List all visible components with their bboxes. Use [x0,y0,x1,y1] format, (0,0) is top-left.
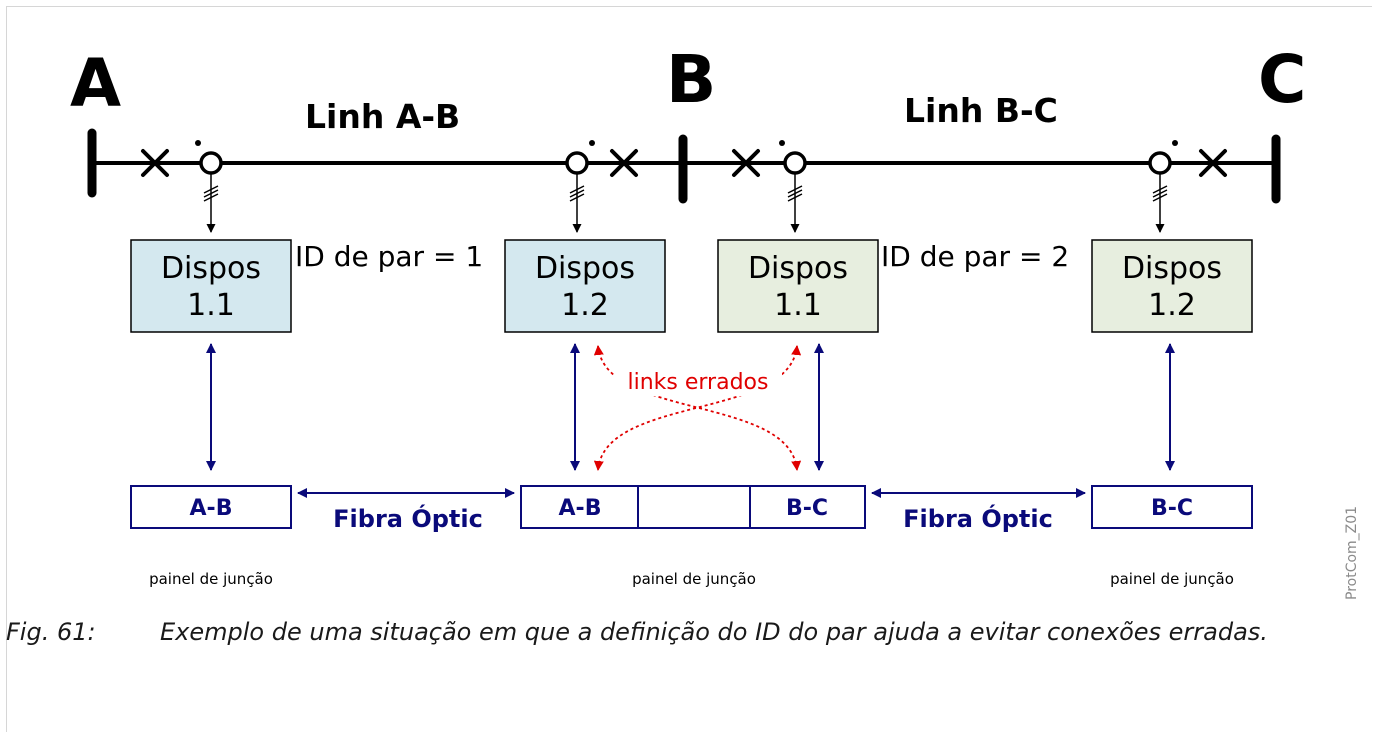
fiber-label-2: Fibra Óptic [903,503,1053,533]
device-name: Dispos [161,251,261,286]
current-transformer-icon-4 [1148,140,1178,233]
panel-port-bc: B-C [786,496,828,521]
patch-panel-label-right: painel de junção [1110,570,1234,588]
device-box-4: Dispos 1.2 [1091,239,1253,333]
panel-port-bc: B-C [1151,496,1193,521]
current-transformer-icon-1 [195,140,223,233]
bus-a-label: A [70,45,121,122]
wrong-links-label-bg [614,368,782,396]
device-name: Dispos [1122,251,1222,286]
panel-port-ab: A-B [559,496,602,521]
figure-id-label: ProtCom_Z01 [1344,506,1360,600]
bus-c-label: C [1258,41,1306,118]
wrong-link-1 [593,345,802,471]
patch-panel-label-middle: painel de junção [632,570,756,588]
breaker-icon-4 [1199,149,1227,177]
breaker-icon-3 [732,149,760,177]
patch-panel-label-left: painel de junção [149,570,273,588]
device-number: 1.2 [561,288,609,323]
pair-id-2-label: ID de par = 2 [881,240,1069,273]
device-box-3: Dispos 1.1 [717,239,879,333]
fiber-label-1: Fibra Óptic [333,503,483,533]
current-transformer-icon-2 [565,140,595,233]
line-ab-title: Linh A-B [305,97,460,136]
line-bc-title: Linh B-C [904,91,1058,130]
device-box-1: Dispos 1.1 [130,239,292,333]
device-number: 1.1 [774,288,822,323]
bus-b-label: B [666,41,716,118]
pair-id-1-label: ID de par = 1 [295,240,483,273]
patch-panel-right: B-C [1091,485,1253,529]
breaker-icon-2 [610,149,638,177]
device-number: 1.1 [187,288,235,323]
current-transformer-icon-3 [779,140,807,233]
caption-text: Exemplo de uma situação em que a definiç… [160,618,1268,646]
patch-panel-left: A-B [130,485,292,529]
patch-panel-middle: A-B B-C [520,485,866,529]
device-name: Dispos [535,251,635,286]
figure-frame [6,6,1372,732]
device-name: Dispos [748,251,848,286]
device-number: 1.2 [1148,288,1196,323]
caption-number: Fig. 61: [6,618,96,646]
panel-port-ab: A-B [190,496,233,521]
wrong-link-2 [593,345,802,471]
breaker-icon-1 [141,149,169,177]
device-box-2: Dispos 1.2 [504,239,666,333]
wrong-links-label: links errados [628,370,769,395]
